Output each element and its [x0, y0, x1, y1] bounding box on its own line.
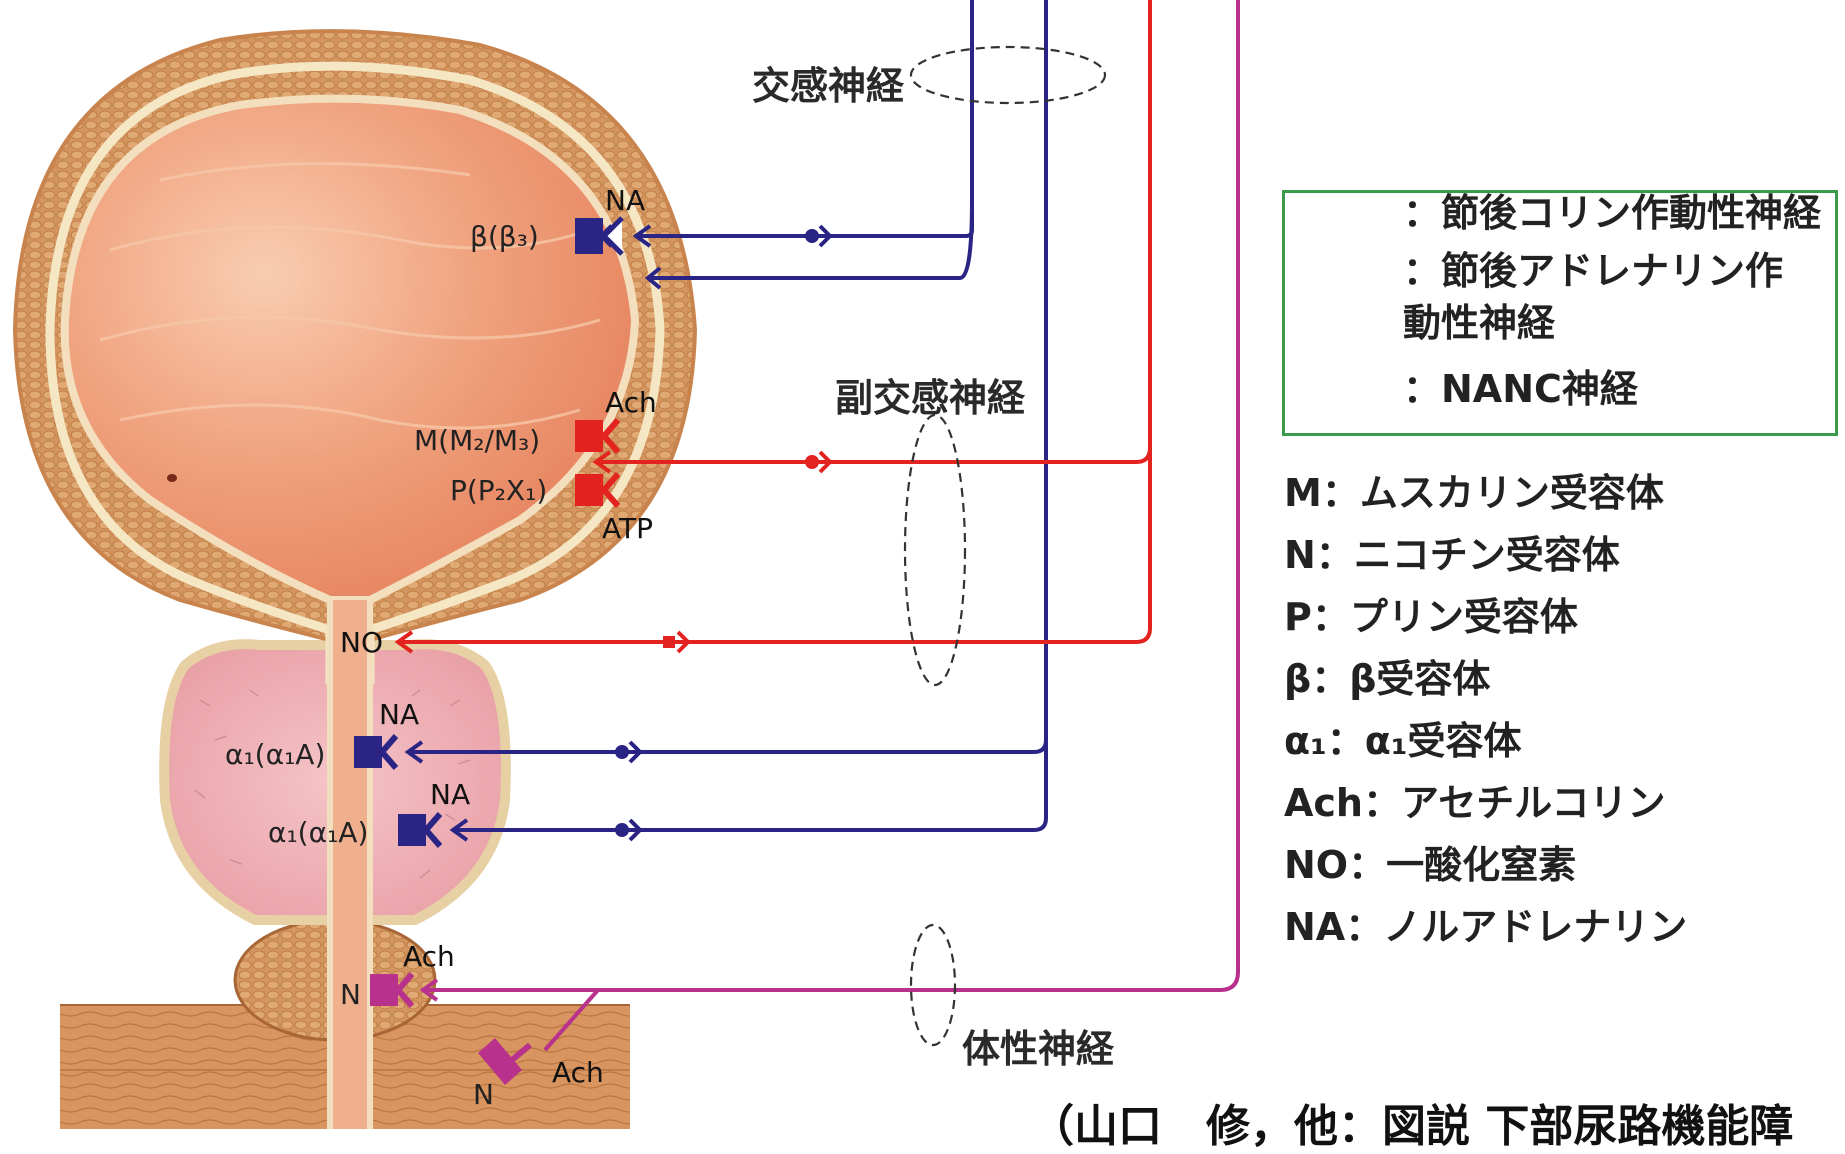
- ganglion-dot: [805, 455, 819, 469]
- muscarinic-receptor-label: M(M₂/M₃): [414, 424, 541, 457]
- na-label-beta: NA: [605, 184, 646, 217]
- legend-item-nanc: ：NANC神経: [1403, 363, 1833, 413]
- ganglion-dot: [805, 229, 819, 243]
- no-label: NO: [340, 626, 383, 659]
- legend-cholinergic-text: ：節後コリン作動性神経: [1403, 191, 1822, 235]
- n-receptor-lower: [478, 1038, 522, 1085]
- alpha1-receptor-label-upper: α₁(α₁A): [225, 738, 326, 771]
- abbr-beta: β：β受容体: [1284, 657, 1491, 701]
- legend-item-cholinergic: ：節後コリン作動性神経: [1403, 187, 1833, 237]
- ach-label-n-lower: Ach: [552, 1056, 604, 1089]
- ganglion-dot: [615, 745, 629, 759]
- ach-label-m: Ach: [605, 386, 657, 419]
- anatomy-illustration: [12, 0, 1396, 1129]
- receptor-blocks: [354, 216, 624, 1085]
- urethra: [327, 600, 373, 1129]
- alpha1-receptor-upper: [354, 736, 382, 768]
- m-receptor: [575, 420, 603, 452]
- citation-text: （山口 修，他：図説 下部尿路機能障: [1030, 1101, 1794, 1152]
- beta-receptor-label: β(β₃): [470, 220, 539, 253]
- ganglion-dot: [615, 823, 629, 837]
- abbr-m: M：ムスカリン受容体: [1284, 471, 1664, 515]
- diagram-canvas: 交感神経 副交感神経 体性神経 β(β₃) M(M₂/M₃) P(P₂X₁) α…: [12, 0, 1838, 1152]
- purine-receptor-label: P(P₂X₁): [450, 474, 548, 507]
- nanc-square: [663, 636, 675, 648]
- abbr-p: P：プリン受容体: [1284, 595, 1578, 639]
- parasympathetic-nerve-label: 副交感神経: [835, 376, 1026, 420]
- na-label-alpha-upper: NA: [379, 698, 420, 731]
- nerve-group-ellipses: [903, 45, 1107, 1047]
- ach-label-n-upper: Ach: [403, 940, 455, 973]
- synapse-markers: [394, 224, 833, 1002]
- p-receptor: [575, 474, 603, 506]
- nicotinic-receptor-label-lower: N: [473, 1078, 494, 1111]
- abbr-n: N：ニコチン受容体: [1284, 533, 1620, 577]
- sympathetic-nerve-label: 交感神経: [752, 64, 905, 108]
- alpha1-receptor-lower: [398, 814, 426, 846]
- na-label-alpha-lower: NA: [430, 778, 471, 811]
- beta-receptor: [575, 218, 603, 254]
- legend-box: ：節後コリン作動性神経 ：節後アドレナリン作動性神経 ：NANC神経: [1282, 190, 1838, 436]
- n-receptor-upper: [370, 974, 398, 1006]
- legend-item-adrenergic: ：節後アドレナリン作動性神経: [1403, 245, 1803, 345]
- abbr-ach: Ach：アセチルコリン: [1284, 781, 1666, 825]
- legend-adrenergic-text: ：節後アドレナリン作動性神経: [1403, 249, 1784, 345]
- abbr-na: NA：ノルアドレナリン: [1284, 905, 1688, 949]
- abbr-no: NO：一酸化窒素: [1284, 843, 1577, 887]
- alpha1-receptor-label-lower: α₁(α₁A): [268, 816, 369, 849]
- abbr-alpha1: α₁：α₁受容体: [1284, 719, 1522, 763]
- nicotinic-receptor-label-upper: N: [340, 978, 361, 1011]
- legend-nanc-text: ：NANC神経: [1403, 367, 1638, 411]
- atp-label: ATP: [602, 512, 653, 545]
- somatic-nerve-label: 体性神経: [962, 1027, 1115, 1071]
- bladder: [12, 29, 698, 692]
- nerve-paths: [400, 0, 1240, 1052]
